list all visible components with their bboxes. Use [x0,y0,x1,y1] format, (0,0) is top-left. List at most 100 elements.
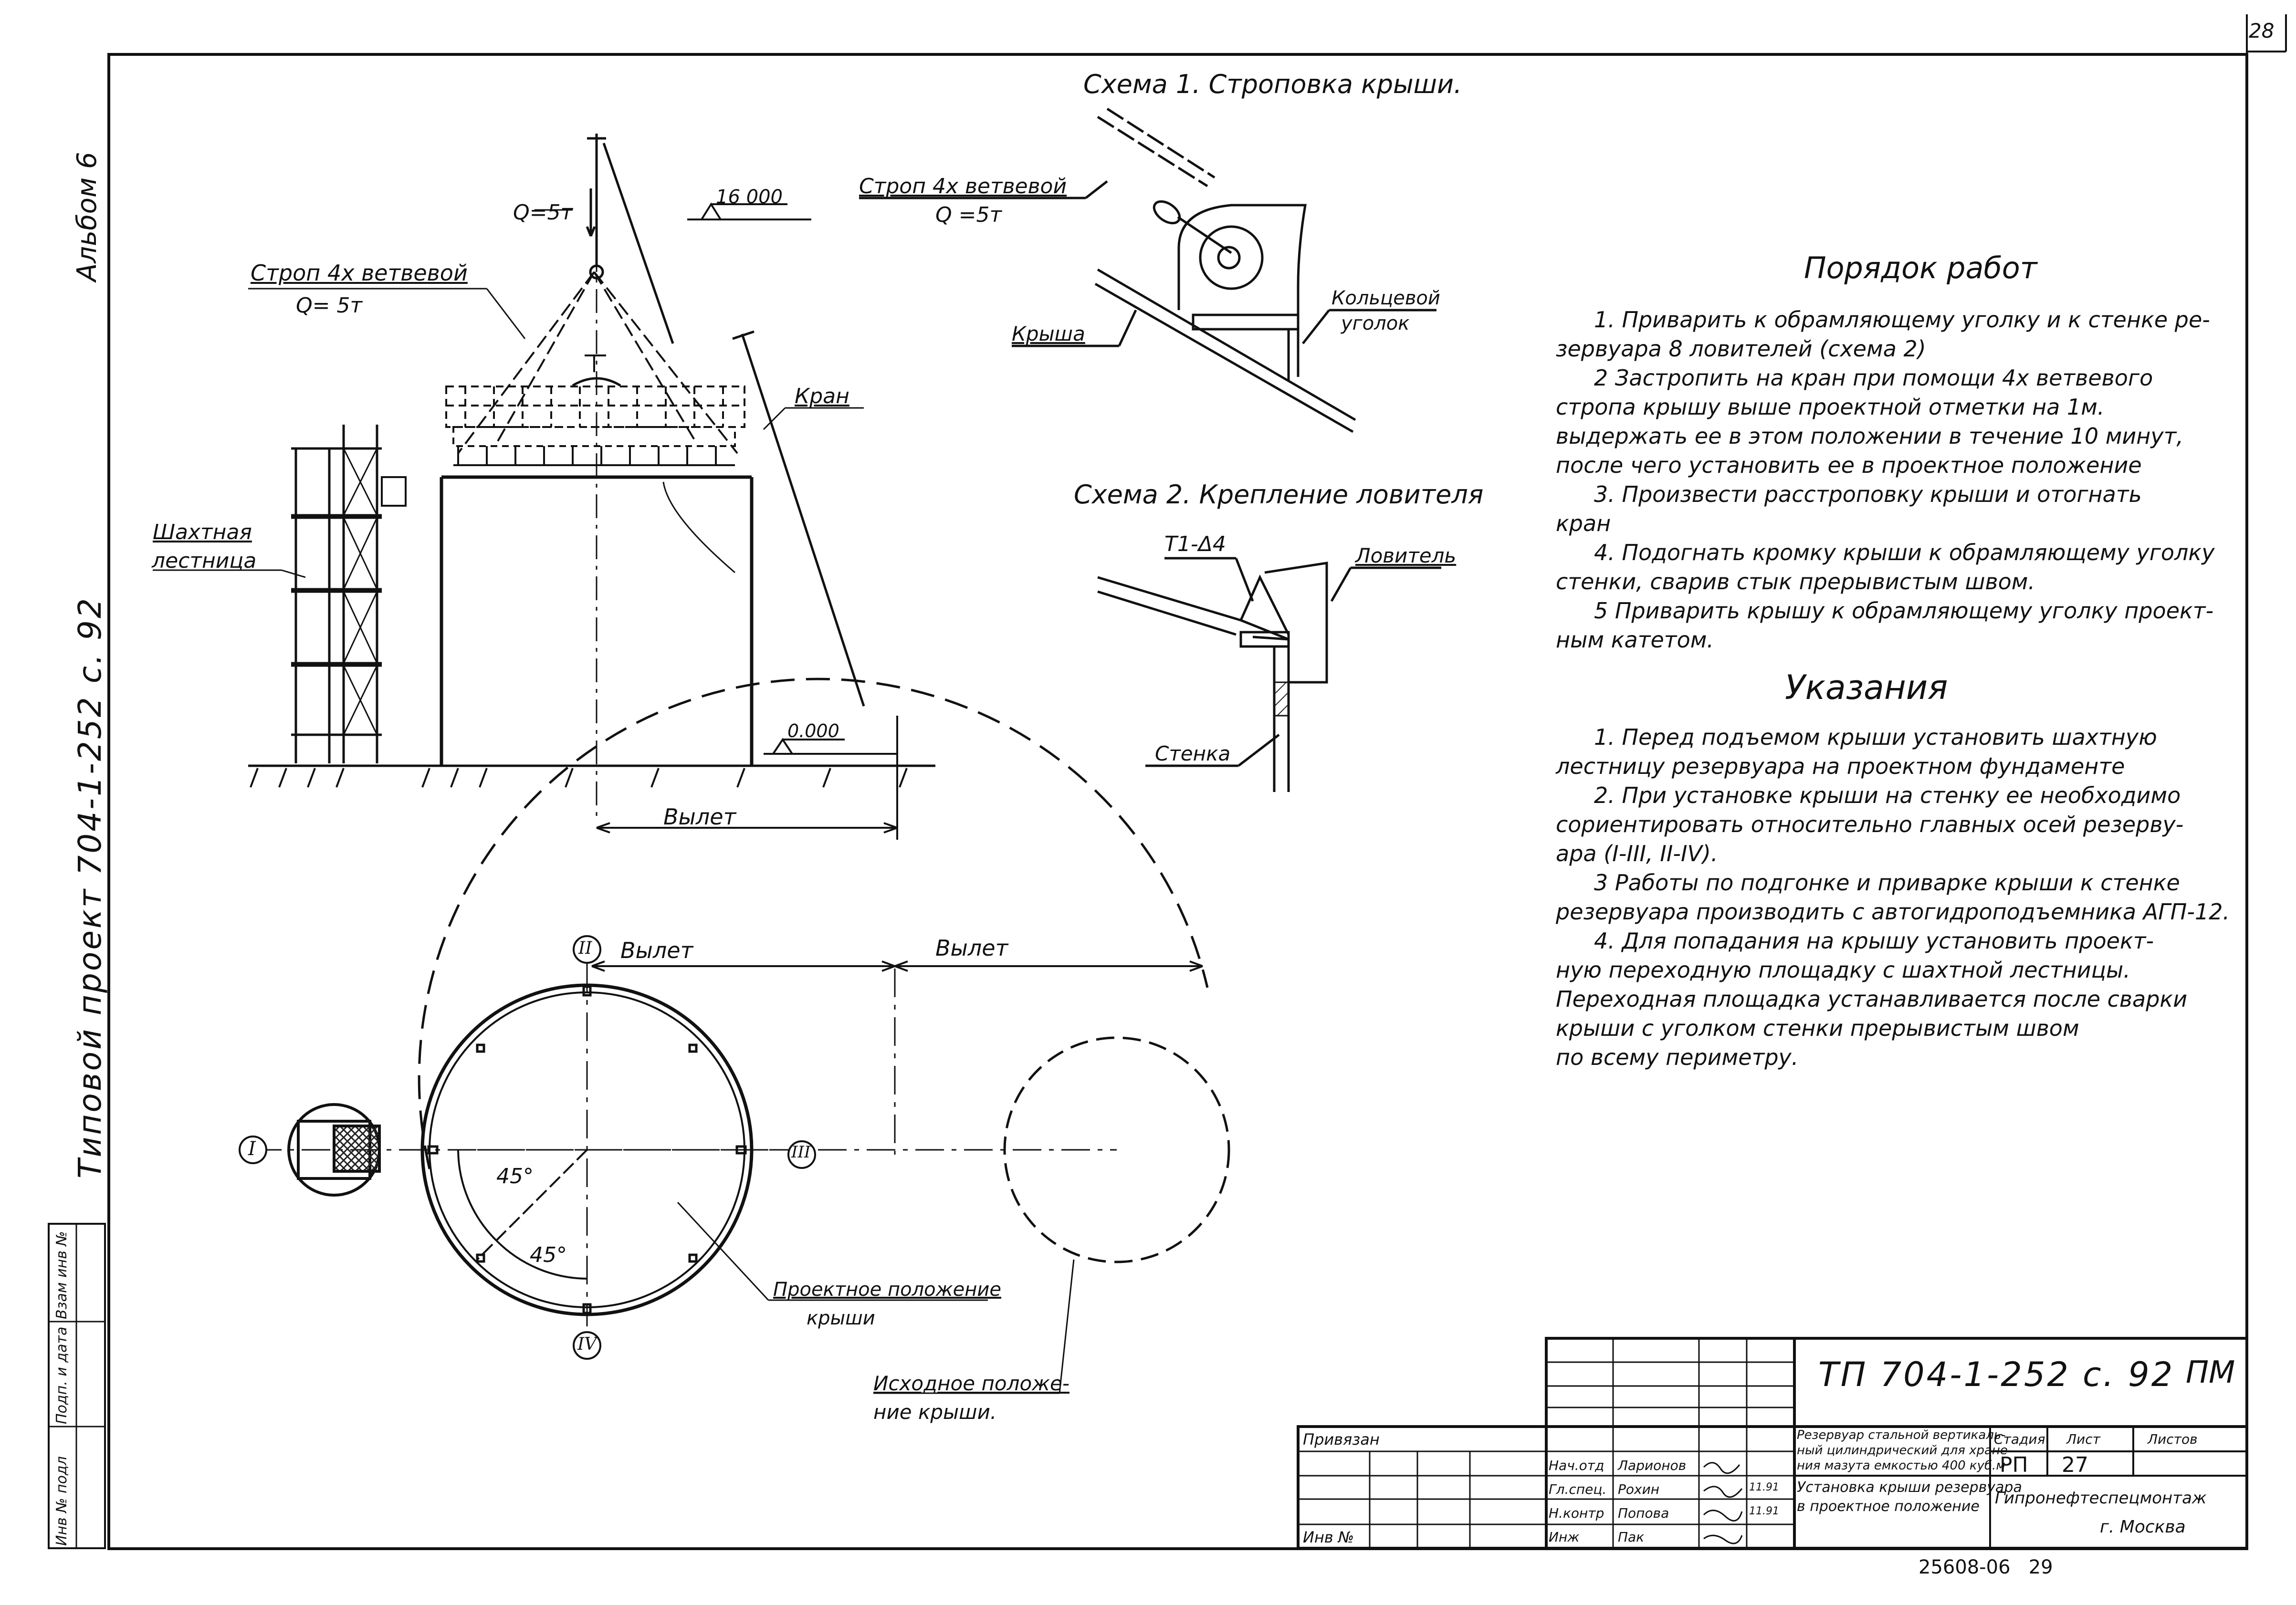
catcher-marks [427,985,747,1314]
project-label: Типовой проект 704-1-252 с. 92 [72,596,108,1178]
stair-plan [287,1103,381,1197]
role-1: Нач.отд [1549,1458,1604,1473]
scheme2-title: Схема 2. Крепление ловителя [1074,479,1484,510]
stamp-cell-replace: Взам инв № [53,1231,70,1319]
axis-bubbles [239,935,816,1360]
procedure-line: зервуара 8 ловителей (схема 2) [1556,336,1926,362]
plan-reach [591,960,1203,972]
scheme1-ring-1: Кольцевой [1331,287,1440,309]
instructions-line: крыши с уголком стенки прерывистым швом [1556,1015,2079,1041]
inv-label: Инв № [1303,1528,1354,1546]
reach-dimension [596,822,898,834]
hook [586,134,606,280]
angle-arcs [457,1149,588,1280]
date-1: 11.91 [1749,1481,1779,1493]
procedure-line: выдержать ее в этом положении в течение … [1556,423,2184,449]
stamp-cell-sign: Подп. и дата [53,1326,70,1424]
procedure-line: кран [1556,511,1611,536]
axis-3-label: III [791,1143,811,1162]
scheme1-title: Схема 1. Строповка крыши. [1083,69,1462,99]
instructions-line: сориентировать относительно главных осей… [1556,812,2184,837]
scheme2-wall: Стенка [1155,742,1231,765]
instructions-line: Переходная площадка устанавливается посл… [1556,986,2188,1012]
procedure-line: ным катетом. [1556,627,1714,653]
plan-reach-2: Вылет [935,935,1008,961]
instructions-line: лестницу резервуара на проектном фундаме… [1556,753,2125,779]
sling-load-left: Q= 5т [296,293,363,318]
role-4: Инж [1549,1529,1580,1545]
doc-code: ТП 704-1-252 с. 92 [1818,1355,2175,1394]
instructions-line: ную переходную площадку с шахтной лестни… [1556,957,2130,983]
footer-number: 25608-06 29 [1919,1556,2053,1578]
procedure-line: 1. Приварить к обрамляющему уголку и к с… [1594,307,2210,333]
instructions-line: по всему периметру. [1556,1044,1799,1070]
angle-2: 45° [530,1243,567,1267]
instructions-line: 1. Перед подъемом крыши установить шахтн… [1594,724,2157,750]
hook-load: Q=5т [513,200,573,225]
procedure-line: 4. Подогнать кромку крыши к обрамляющему… [1594,540,2215,565]
scheme2-catcher: Ловитель [1355,544,1457,567]
album-label: Альбом 6 [72,152,103,281]
instructions-line: ара (I-III, II-IV). [1556,841,1718,866]
stair-label-2: лестница [152,549,257,573]
axis-4-label: IV [577,1334,597,1354]
attached-label: Привязан [1303,1430,1380,1449]
sheet-frame [48,14,2287,1550]
angle-1: 45° [496,1164,534,1188]
scheme2-weld: Т1-Δ4 [1164,532,1226,556]
leaders [153,209,864,578]
instructions-line: 4. Для попадания на крышу установить про… [1594,928,2154,954]
axis-2-label: II [578,938,592,958]
procedure-line: после чего установить ее в проектное пол… [1556,452,2142,478]
stage-header: Стадия [1994,1431,2045,1447]
city: г. Москва [2100,1517,2186,1537]
ground-hatch [250,768,908,788]
crane-label: Кран [795,384,849,408]
procedure-title: Порядок работ [1804,250,2037,285]
page-number: 28 [2249,19,2275,42]
sheets-header: Листов [2148,1431,2198,1447]
title-block-grid [1297,1337,2248,1550]
sheet-title-2: в проектное положение [1797,1498,1980,1515]
description-2: ный цилиндрический для хране- [1797,1443,2013,1458]
organization: Гипронефтеспецмонтаж [1995,1489,2207,1508]
plan-view [239,677,1230,1394]
sling [457,271,738,454]
design-position-2: крыши [807,1307,875,1329]
instructions-line: 3 Работы по подгонке и приварке крыши к … [1594,870,2180,896]
procedure-body: 1. Приварить к обрамляющему уголку и к с… [1556,305,2243,655]
shaft-stair [291,425,407,763]
name-1: Ларионов [1618,1458,1687,1473]
plan-reach-1: Вылет [620,938,693,963]
instructions-line: 2. При установке крыши на стенку ее необ… [1594,782,2181,808]
procedure-line: 2 Застропить на кран при помощи 4х ветве… [1594,365,2153,391]
name-4: Пак [1618,1529,1645,1545]
scheme1-load: Q =5т [935,203,1002,227]
swing-arc [418,677,1209,1169]
procedure-line: стропа крышу выше проектной отметки на 1… [1556,394,2105,420]
crane-boom [602,143,865,707]
scheme2-graphic [1097,557,1441,792]
initial-position-1: Исходное положе- [873,1372,1069,1395]
roof-lower [452,354,736,466]
elevation-top: 16 000 [716,186,783,208]
sheet-value: 27 [2062,1453,2088,1477]
sheet-header: Лист [2066,1431,2100,1447]
date-2: 11.91 [1749,1505,1779,1517]
elevation-ground: 0.000 [787,720,839,741]
instructions-body: 1. Перед подъемом крыши установить шахтн… [1556,723,2243,1072]
elevation-marks [687,202,898,840]
scheme1-graphic [859,107,1436,433]
scheme1-sling: Строп 4х ветвевой [859,174,1067,198]
scheme1-roof: Крыша [1012,322,1085,345]
design-position-1: Проектное положение [773,1279,1002,1301]
description-1: Резервуар стальной вертикаль- [1797,1428,2006,1442]
procedure-line: стенки, сварив стык прерывистым швом. [1556,569,2035,594]
instructions-title: Указания [1785,668,1948,707]
instructions-line: резервуара производить с автогидроподъем… [1556,899,2230,925]
stage-value: РП [2000,1453,2028,1477]
name-2: Рохин [1618,1481,1660,1497]
name-3: Попова [1618,1505,1669,1521]
role-3: Н.контр [1549,1505,1604,1521]
stamp-cell-inv: Инв № подл [53,1456,70,1546]
